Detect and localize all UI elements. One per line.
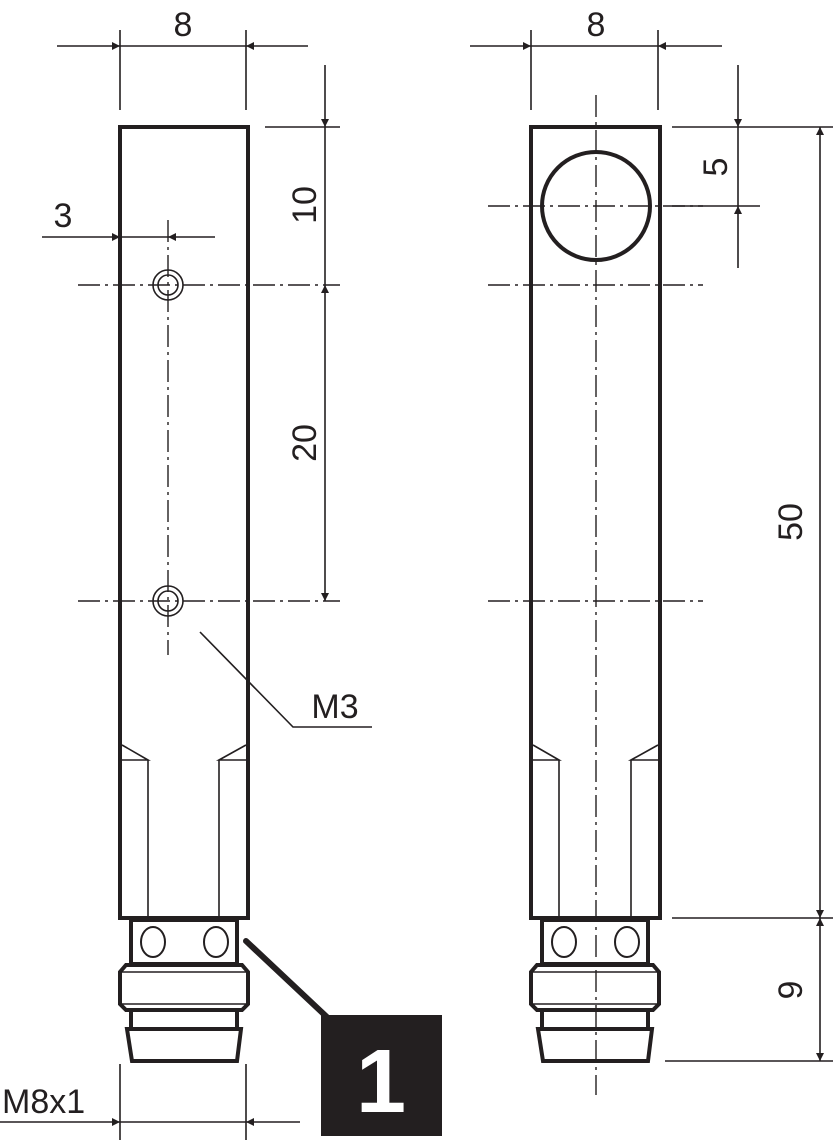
chamfer-right (532, 744, 659, 918)
dim-body-length: 50 (772, 503, 810, 541)
right-view: 8 5 50 9 (470, 6, 833, 1095)
dim-hole-offset: 3 (54, 197, 73, 235)
connector-right (529, 918, 661, 1063)
left-view: 8 3 10 20 M3 M8x1 1 (0, 6, 442, 1140)
dim-right-width: 8 (587, 6, 606, 44)
chamfer-left (121, 744, 247, 918)
callout-box (321, 1015, 442, 1136)
dim-hole-to-circle: 5 (697, 158, 735, 177)
dim-hole-spacing: 20 (286, 424, 324, 462)
label-thread-m3: M3 (311, 688, 358, 726)
dim-top-to-hole: 10 (286, 186, 324, 224)
dim-connector-length: 9 (772, 981, 810, 1000)
sensor-body-left (118, 125, 250, 920)
connector-left (118, 918, 250, 1063)
dim-left-width: 8 (174, 6, 193, 44)
callout-number: 1 (356, 1032, 406, 1132)
label-connector-thread: M8x1 (2, 1083, 85, 1121)
